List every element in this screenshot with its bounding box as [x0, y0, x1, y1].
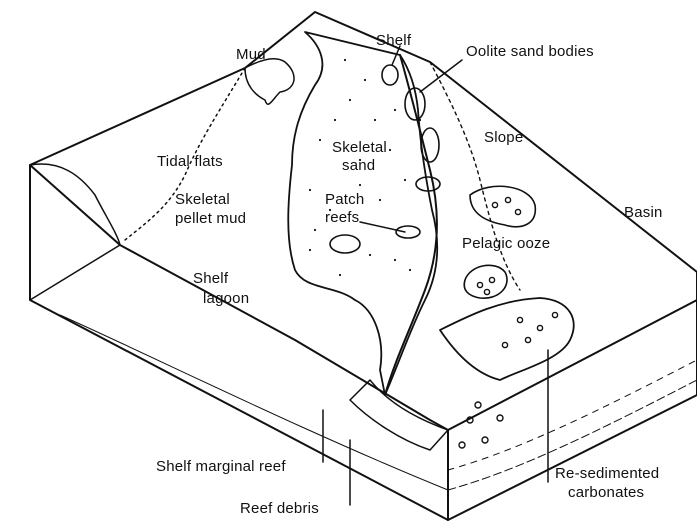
label-slope: Slope: [484, 129, 523, 146]
label-shelf-lagoon-line2: lagoon: [203, 290, 249, 307]
label-resedimented-line2: carbonates: [568, 484, 644, 501]
pelagic-blob-1: [470, 186, 535, 227]
skeletal-sand-body: [288, 32, 437, 395]
label-shelf-top: Shelf: [376, 32, 411, 49]
label-skeletal-pellet-line1: Skeletal: [175, 191, 230, 208]
label-patch-reefs-line2: reefs: [325, 209, 359, 226]
label-skeletal-sand-line2: sand: [342, 157, 375, 174]
front-edge: [30, 245, 120, 300]
resedimented-fan: [440, 298, 574, 380]
label-resedimented-line1: Re-sedimented: [555, 465, 659, 482]
label-reef-debris: Reef debris: [240, 500, 319, 517]
label-pelagic-ooze: Pelagic ooze: [462, 235, 550, 252]
label-mud: Mud: [236, 46, 266, 63]
label-skeletal-pellet-line2: pellet mud: [175, 210, 246, 227]
oolite-body-3: [382, 65, 398, 85]
front-block-dots: [459, 402, 503, 448]
strata-3: [448, 360, 697, 470]
label-oolite-sand-bodies: Oolite sand bodies: [466, 43, 594, 60]
pelagic-blob-2: [464, 265, 507, 298]
label-shelf-lagoon-line1: Shelf: [193, 270, 228, 287]
label-skeletal-sand-line1: Skeletal: [332, 139, 387, 156]
debris-apron: [350, 380, 448, 450]
shelf-margin-reef: [385, 55, 437, 395]
patch-reef-2: [396, 226, 420, 238]
label-shelf-marginal-reef: Shelf marginal reef: [156, 458, 286, 475]
label-patch-reefs-line1: Patch: [325, 191, 364, 208]
leader-oolite: [420, 60, 462, 92]
mud-area: [245, 59, 294, 105]
leader-patch-reefs: [360, 222, 405, 232]
label-tidal-flats: Tidal flats: [157, 153, 223, 170]
label-basin: Basin: [624, 204, 663, 221]
block-top-outline: [30, 12, 697, 430]
patch-reef-3: [330, 235, 360, 253]
